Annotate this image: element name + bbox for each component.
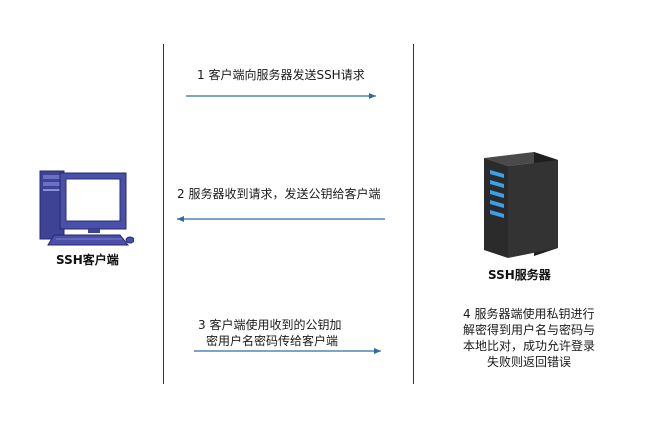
step-3-line-1: 3 客户端使用收到的公钥加 xyxy=(198,318,342,332)
step-1-label: 1 客户端向服务器发送SSH请求 xyxy=(197,68,365,82)
client-label: SSH客户端 xyxy=(56,253,119,267)
step-4-line-1: 4 服务器端使用私钥进行 xyxy=(463,307,595,321)
server-tower-icon xyxy=(484,152,558,258)
client-lifeline xyxy=(163,44,164,384)
step-4-line-3: 本地比对，成功允许登录 xyxy=(463,339,596,353)
server-lifeline xyxy=(413,44,414,384)
step-4-line-4: 失败则返回错误 xyxy=(487,355,572,369)
step-4-label: 4 服务器端使用私钥进行 解密得到用户名与密码与 本地比对，成功允许登录 失败则… xyxy=(463,306,595,370)
desktop-computer-icon xyxy=(39,170,134,246)
server-label: SSH服务器 xyxy=(488,268,551,282)
step-2-label: 2 服务器收到请求，发送公钥给客户端 xyxy=(177,187,381,201)
step-3-line-2: 密用户名密码传给客户端 xyxy=(206,334,339,348)
step-4-line-2: 解密得到用户名与密码与 xyxy=(463,323,596,337)
step-3-label: 3 客户端使用收到的公钥加 密用户名密码传给客户端 xyxy=(198,317,341,349)
